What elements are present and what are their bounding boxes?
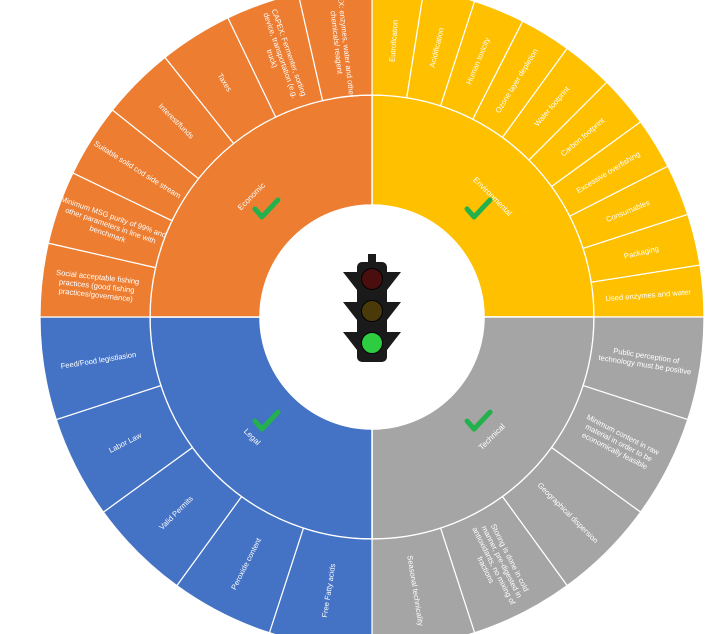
checkmark-icon [252, 197, 281, 220]
traffic-light-icon [343, 254, 401, 362]
checkmark-icon [464, 409, 493, 432]
checkmark-icon [464, 197, 493, 220]
green-lamp [361, 332, 383, 354]
red-lamp [361, 268, 383, 290]
checkmark-icon [252, 409, 281, 432]
item-label: Eutrofication [388, 19, 400, 62]
hub-layer [260, 205, 484, 429]
yellow-lamp [361, 300, 383, 322]
segment-economic-opex-enzymes-water-and-other-chemicals-r [299, 0, 373, 102]
